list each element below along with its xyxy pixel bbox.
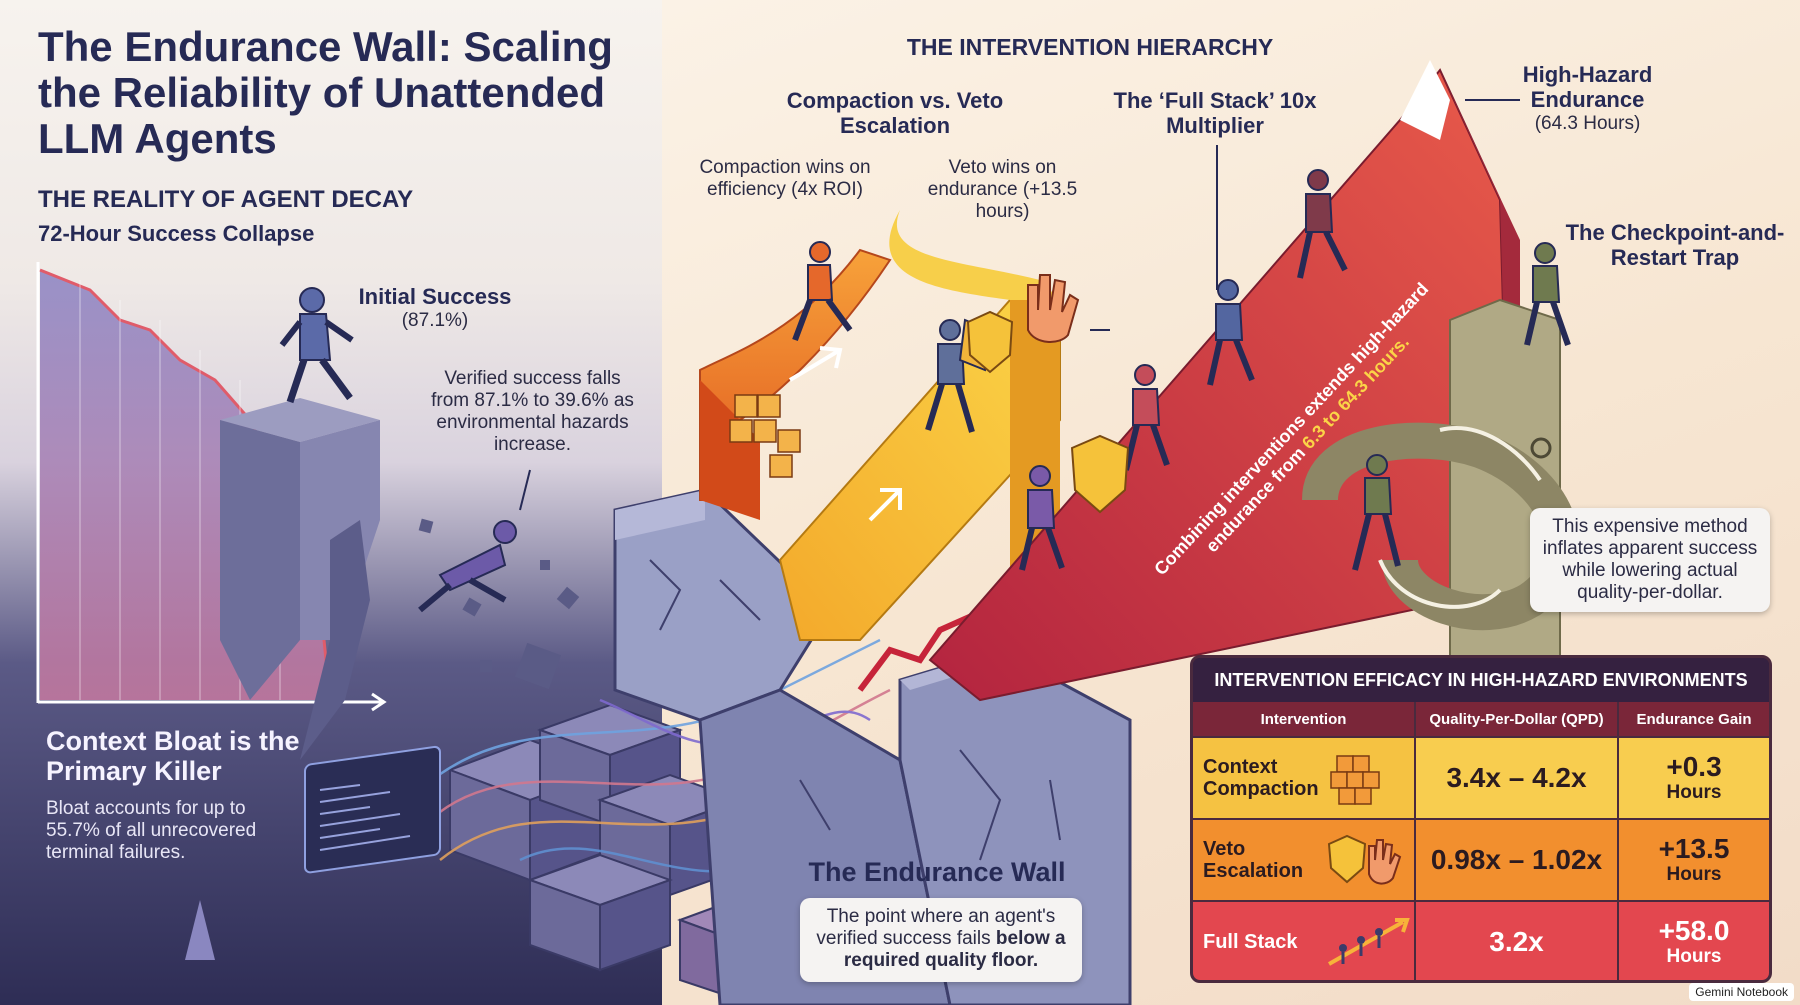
row-gain: +0.3 Hours (1619, 738, 1769, 818)
veto-note: Veto wins on endurance (+13.5 hours) (927, 157, 1078, 222)
compaction-veto-title: Compaction vs. Veto Escalation (786, 88, 1004, 138)
row-name: Full Stack (1193, 902, 1416, 980)
page-title: The Endurance Wall: Scaling the Reliabil… (38, 23, 613, 162)
compaction-ramp (699, 248, 892, 520)
climbers-icon (1328, 918, 1410, 966)
row-qpd: 3.4x – 4.2x (1416, 738, 1619, 818)
header-gain: Endurance Gain (1636, 710, 1752, 728)
cubes-icon (1330, 755, 1380, 805)
row-qpd: 3.2x (1416, 902, 1619, 980)
bloat-text: Bloat accounts for up to 55.7% of all un… (46, 798, 257, 863)
table-row: Veto Escalation 0.98x – 1.02x +13.5 Hour… (1193, 818, 1769, 900)
table-row: Full Stack 3.2x +58.0 Hours (1193, 900, 1769, 980)
peak-title: High-Hazard Endurance (1522, 62, 1653, 112)
wall-text: The point where an agent's verified succ… (816, 906, 1056, 949)
section-title-decay: THE REALITY OF AGENT DECAY (38, 186, 414, 213)
decay-note: Verified success falls from 87.1% to 39.… (431, 368, 634, 455)
row-gain-value: +0.3 (1666, 751, 1722, 782)
row-name: Context Compaction (1193, 738, 1416, 818)
table-header: Intervention Quality-Per-Dollar (QPD) En… (1193, 702, 1769, 736)
row-name-text: Context Compaction (1203, 756, 1319, 800)
row-gain-unit: Hours (1666, 782, 1722, 803)
falling-agent (418, 520, 517, 613)
decay-subtitle: 72-Hour Success Collapse (38, 221, 315, 246)
wall-callout: The point where an agent's verified succ… (800, 898, 1082, 982)
header-intervention: Intervention (1193, 702, 1416, 736)
checkpoint-callout: This expensive method inflates apparent … (1530, 508, 1770, 612)
debris (418, 518, 580, 690)
cube-stack (419, 638, 891, 1002)
wall-text-bold: below a required quality floor. (843, 928, 1066, 971)
wall-title: The Endurance Wall (808, 857, 1066, 887)
gemini-notebook-badge: Gemini Notebook (1689, 983, 1794, 1001)
ramp-climbers (792, 169, 1571, 571)
cliff-pillar (220, 398, 380, 760)
terminal-window (304, 745, 441, 874)
row-gain-unit: Hours (1666, 946, 1722, 967)
standing-agent (279, 287, 354, 404)
row-gain-value: +13.5 (1658, 833, 1730, 864)
shield-hand-icon (1327, 834, 1402, 885)
row-gain-value: +58.0 (1658, 915, 1730, 946)
hierarchy-title: THE INTERVENTION HIERARCHY (906, 34, 1274, 60)
row-gain: +58.0 Hours (1619, 902, 1769, 980)
shield-icon (966, 310, 1130, 514)
small-peak (185, 900, 215, 960)
peak-value: (64.3 Hours) (1534, 113, 1641, 134)
fullstack-title: The ‘Full Stack’ 10x Multiplier (1113, 88, 1317, 138)
checkpoint-title: The Checkpoint-and-Restart Trap (1565, 220, 1785, 270)
row-gain-unit: Hours (1666, 864, 1722, 885)
bloat-title: Context Bloat is the Primary Killer (46, 726, 300, 786)
header-qpd: Quality-Per-Dollar (QPD) (1416, 702, 1619, 736)
row-qpd: 0.98x – 1.02x (1416, 820, 1619, 900)
hand-icon (1027, 274, 1080, 343)
initial-success-value: (87.1%) (401, 310, 469, 331)
row-name-text: Full Stack (1203, 931, 1298, 953)
row-gain: +13.5 Hours (1619, 820, 1769, 900)
table-caption: INTERVENTION EFFICACY IN HIGH-HAZARD ENV… (1193, 658, 1769, 702)
efficacy-table: INTERVENTION EFFICACY IN HIGH-HAZARD ENV… (1190, 655, 1772, 983)
initial-success-label: Initial Success (358, 284, 512, 309)
row-name: Veto Escalation (1193, 820, 1416, 900)
row-name-text: Veto Escalation (1203, 838, 1304, 882)
compaction-note: Compaction wins on efficiency (4x ROI) (699, 157, 871, 200)
table-row: Context Compaction 3.4x – 4.2x +0.3 Hour… (1193, 736, 1769, 818)
